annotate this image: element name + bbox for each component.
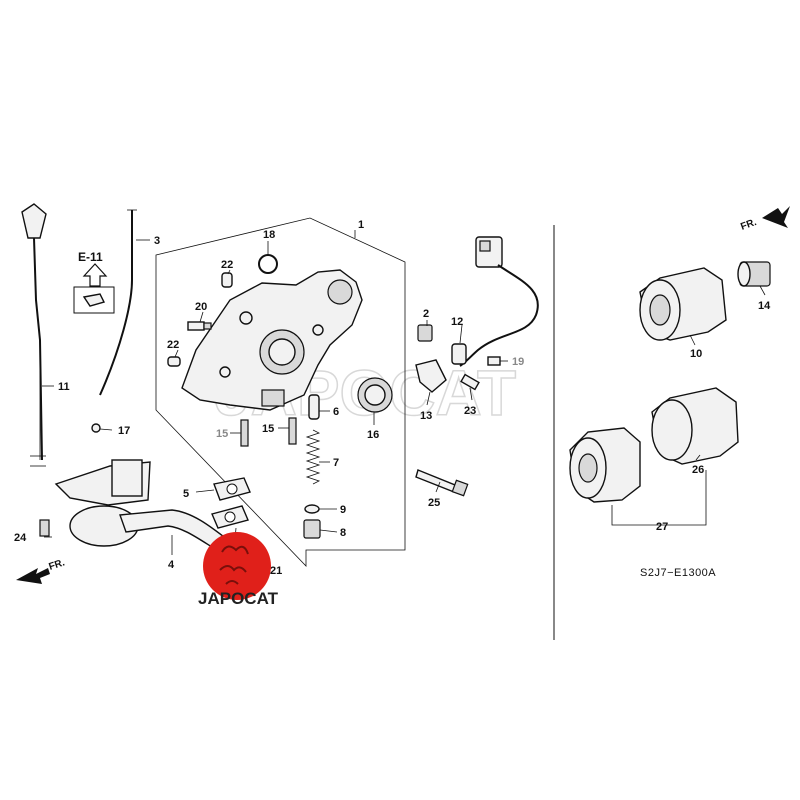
o-ring-18 (258, 254, 278, 274)
callout-17: 17 (118, 425, 130, 437)
gasket-21 (211, 505, 249, 529)
oil-filter-26 (651, 387, 739, 465)
oil-pump-assembly-outline (155, 217, 406, 567)
e11-reference: E-11 (73, 250, 115, 314)
front-arrow-icon-top (762, 206, 790, 228)
dowel-pin-22-upper (221, 272, 233, 288)
callout-6: 6 (333, 406, 339, 418)
dipstick-11 (21, 203, 47, 467)
oil-pressure-sensor-12 (451, 343, 467, 365)
oil-pump-body (181, 269, 363, 411)
bolt-19 (487, 356, 501, 366)
callout-5: 5 (183, 488, 189, 500)
e11-arrow-icon (82, 263, 108, 287)
logo-text: JAPOCAT (198, 589, 279, 608)
front-label-bottom: FR. (48, 557, 67, 573)
callout-16: 16 (367, 429, 379, 441)
washer-9 (304, 504, 320, 514)
e11-reference-label: E-11 (78, 250, 103, 264)
callout-20: 20 (195, 301, 207, 313)
callout-11: 11 (58, 381, 70, 393)
callout-3: 3 (154, 235, 160, 247)
callout-25: 25 (428, 497, 440, 509)
callout-22-upper: 22 (221, 259, 233, 271)
callout-15-right: 15 (262, 423, 274, 435)
callout-24: 24 (14, 532, 27, 544)
bolt-25 (415, 469, 469, 497)
logo-cat-icon (219, 545, 249, 585)
bolt-20 (187, 321, 212, 331)
callout-23: 23 (464, 405, 476, 417)
callout-4: 4 (168, 559, 175, 571)
gasket-5 (213, 477, 251, 501)
dowel-pin-22-lower (167, 356, 181, 367)
front-direction-indicator-bottom: FR. (16, 557, 66, 584)
callout-1: 1 (358, 219, 364, 231)
callout-22-lower: 22 (167, 339, 179, 351)
logo-badge-icon (203, 532, 271, 600)
callout-8: 8 (340, 527, 346, 539)
callout-21: 21 (270, 565, 282, 577)
bolt-24 (39, 519, 50, 537)
callout-14: 14 (758, 300, 771, 312)
relief-spring-7 (305, 429, 321, 485)
oil-filter-27 (569, 427, 641, 503)
stud-15-right (288, 417, 297, 445)
oil-strainer-4 (54, 459, 229, 553)
callout-18: 18 (263, 229, 275, 241)
oil-seal-16 (357, 377, 393, 413)
diagram-code: S2J7−E1300A (640, 567, 716, 579)
sensor-2 (417, 324, 433, 342)
callout-13: 13 (420, 410, 432, 422)
sensor-connector (475, 236, 503, 268)
callout-19: 19 (512, 356, 524, 368)
front-arrow-icon-bottom (16, 568, 50, 584)
dipstick-guide-3 (91, 209, 137, 433)
center-bolt-14 (737, 261, 771, 287)
callout-26: 26 (692, 464, 704, 476)
front-label-top: FR. (739, 217, 758, 233)
callout-2: 2 (423, 308, 429, 320)
bolt-23 (460, 373, 480, 391)
oil-filter-10 (639, 267, 727, 341)
callout-27: 27 (656, 521, 668, 533)
callout-9: 9 (340, 504, 346, 516)
relief-valve-6 (308, 394, 320, 420)
callout-12: 12 (451, 316, 463, 328)
front-direction-indicator-top: FR. (739, 206, 790, 233)
sensor-harness-wire (459, 264, 539, 367)
bracket-13 (415, 359, 447, 393)
callout-10: 10 (690, 348, 702, 360)
callout-15-left: 15 (216, 428, 228, 440)
callout-labels: 1 2 3 4 5 6 7 8 9 10 11 12 13 14 15 15 1… (14, 219, 771, 577)
stud-15-left (240, 419, 249, 447)
e11-clip-icon (82, 293, 106, 307)
relief-plug-8 (303, 519, 321, 539)
callout-7: 7 (333, 457, 339, 469)
japocat-logo: JAPOCAT (198, 532, 279, 608)
filter-bracket-27 (611, 470, 707, 526)
